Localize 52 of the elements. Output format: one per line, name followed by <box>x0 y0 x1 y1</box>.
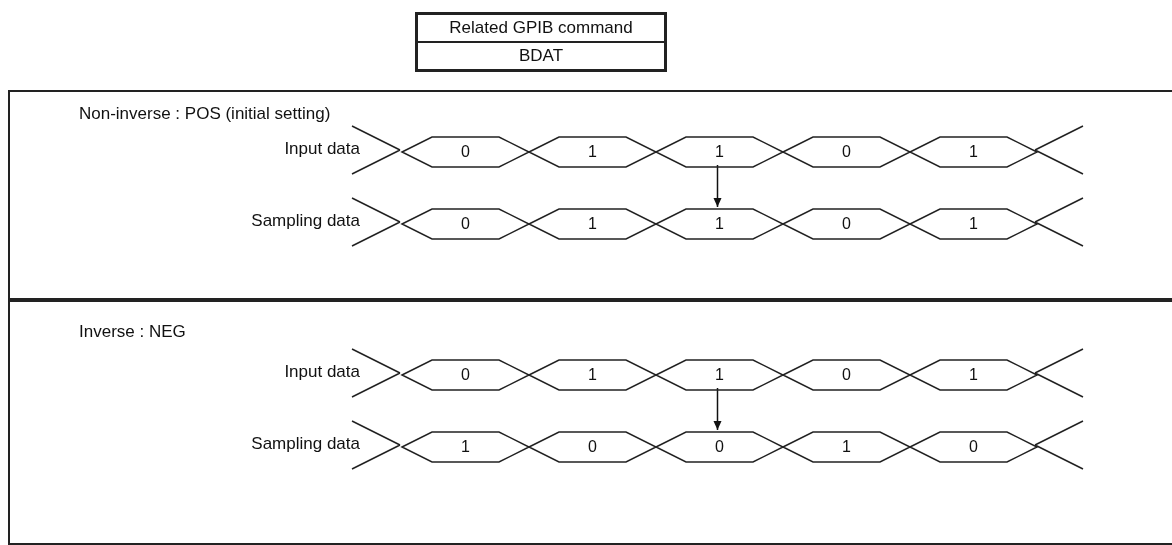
data-cell <box>783 360 910 390</box>
data-cell <box>402 209 529 239</box>
bit-value: 1 <box>460 438 471 456</box>
bit-value: 0 <box>460 143 471 161</box>
data-cell <box>783 137 910 167</box>
panel <box>8 90 1172 300</box>
bit-value: 0 <box>460 366 471 384</box>
data-cell <box>402 137 529 167</box>
row-label: Input data <box>284 139 360 159</box>
row-label: Sampling data <box>251 434 360 454</box>
data-cell <box>910 360 1037 390</box>
data-cell <box>783 209 910 239</box>
bit-value: 0 <box>841 215 852 233</box>
bit-value: 1 <box>714 215 725 233</box>
data-cell <box>656 209 783 239</box>
data-cell <box>656 432 783 462</box>
command-cell: BDAT <box>418 41 664 69</box>
bit-value: 1 <box>587 143 598 161</box>
bit-value: 0 <box>968 438 979 456</box>
data-cell <box>402 360 529 390</box>
bit-value: 0 <box>460 215 471 233</box>
row-label: Sampling data <box>251 211 360 231</box>
data-cell <box>910 432 1037 462</box>
bit-value: 1 <box>841 438 852 456</box>
data-cell <box>402 432 529 462</box>
bit-value: 1 <box>968 143 979 161</box>
panel-heading: Inverse : NEG <box>79 322 186 342</box>
bit-value: 0 <box>714 438 725 456</box>
data-cell <box>656 137 783 167</box>
data-cell <box>656 360 783 390</box>
bit-value: 1 <box>587 366 598 384</box>
bit-value: 0 <box>841 366 852 384</box>
data-cell <box>529 137 656 167</box>
data-cell <box>783 432 910 462</box>
arrow <box>713 164 722 208</box>
bit-value: 1 <box>968 215 979 233</box>
data-cell <box>529 432 656 462</box>
bit-value: 1 <box>714 366 725 384</box>
bit-value: 1 <box>587 215 598 233</box>
data-cell <box>529 360 656 390</box>
arrow <box>713 387 722 431</box>
table-header: Related GPIB command <box>448 17 634 39</box>
data-cell <box>910 137 1037 167</box>
panel <box>8 300 1172 545</box>
data-cell <box>529 209 656 239</box>
panel-heading: Non-inverse : POS (initial setting) <box>79 104 331 124</box>
bit-value: 0 <box>587 438 598 456</box>
row-label: Input data <box>284 362 360 382</box>
data-cell <box>910 209 1037 239</box>
bit-value: 0 <box>841 143 852 161</box>
bit-value: 1 <box>714 143 725 161</box>
bit-value: 1 <box>968 366 979 384</box>
